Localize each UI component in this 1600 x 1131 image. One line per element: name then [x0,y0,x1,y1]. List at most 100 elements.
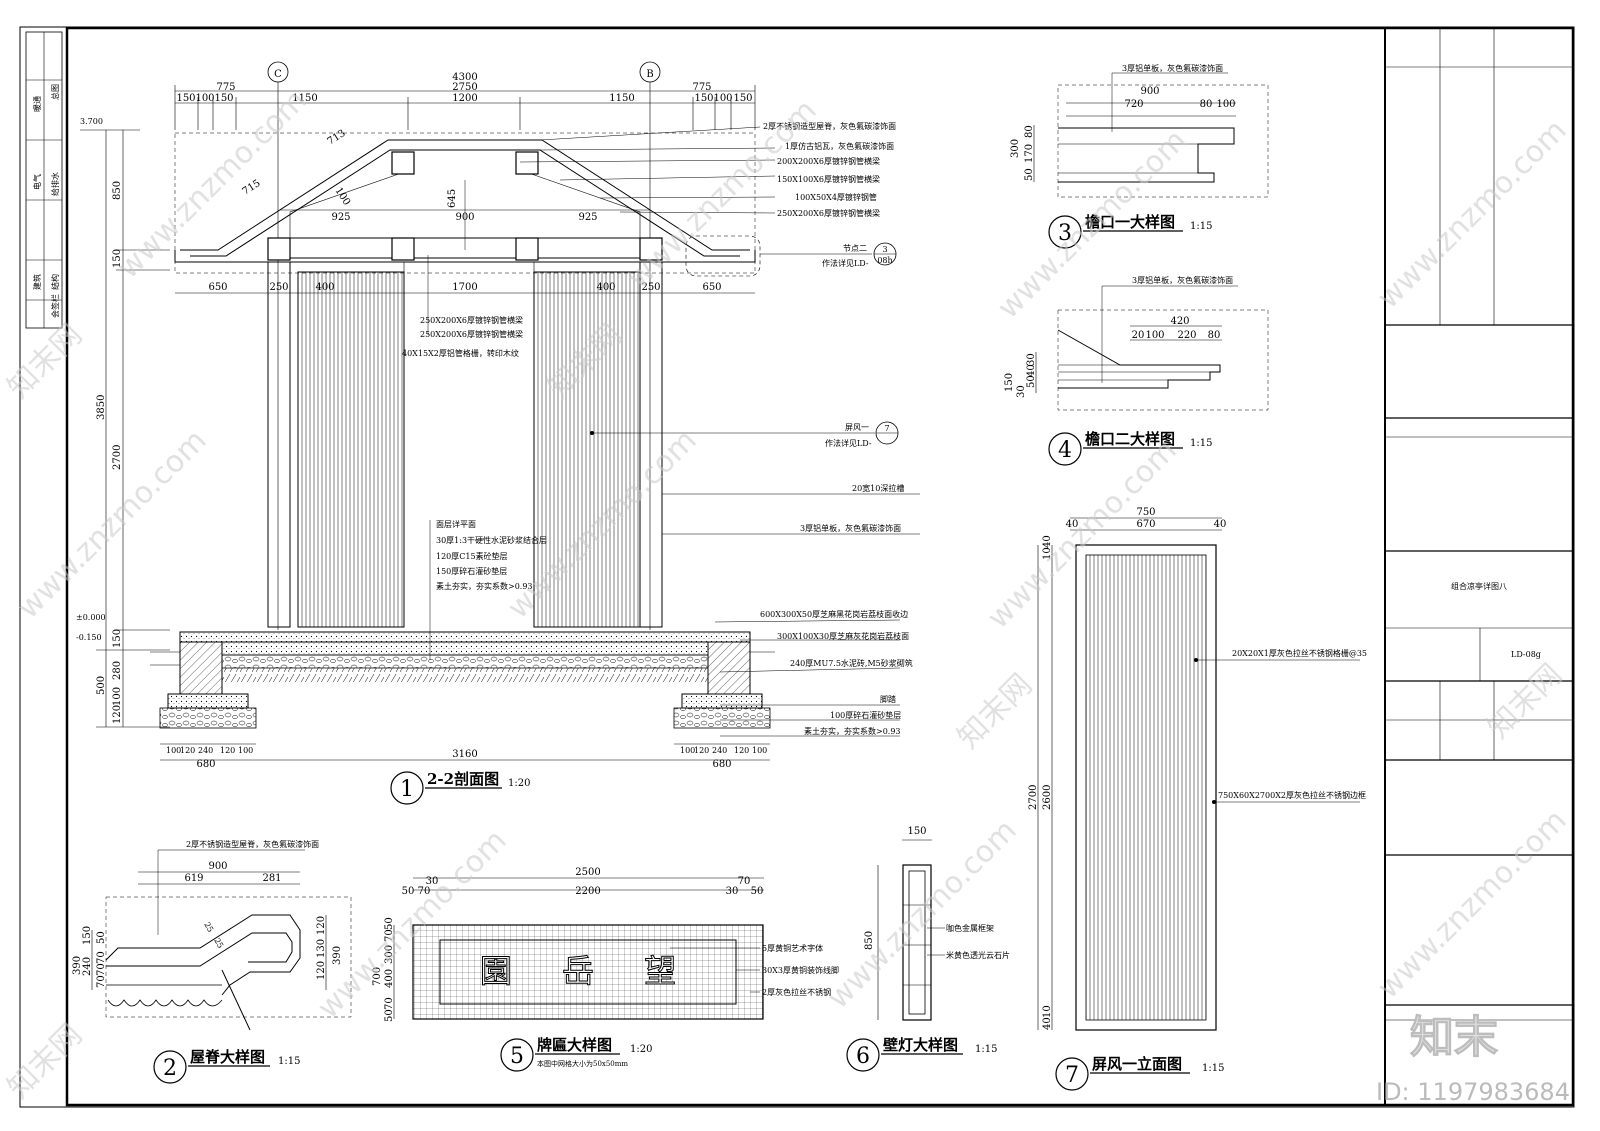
dim-v-850: 850 [112,181,123,200]
dim-250-right: 250 [641,282,660,293]
plaque-w2200: 2200 [575,886,600,897]
v3-scale: 1:15 [1190,221,1212,232]
watermark-id: ID: 1197983684 [1376,1078,1570,1106]
eave2-w420: 420 [1170,316,1189,327]
plaque-l70: 70 [418,886,431,897]
eave1-w900: 900 [1140,86,1159,97]
dim-650-left: 650 [208,282,227,293]
note-floor-3: 150厚碎石灌砂垫层 [436,566,507,576]
v6-num: 6 [856,1044,870,1069]
ridge-a25b: 25 [212,937,225,950]
eave2-d0: 20 [1132,330,1145,341]
v4-title: 檐口二大样图 [1085,430,1175,448]
v2-num: 2 [163,1056,177,1081]
stamp-label-2: 结构 [50,274,60,290]
v2-scale: 1:15 [278,1056,300,1067]
plaque-h2: 300 [384,945,395,964]
dim-b-l1: 120 [180,746,195,755]
note-base-5: 素土夯实，夯实系数>0.93 [804,726,901,736]
ridge-a25a: 25 [202,921,215,934]
dim-mid: 1200 [452,93,477,104]
dim-b-l4: 100 [238,746,253,755]
dim-l1: 150 [176,93,195,104]
note-side-0: 20宽10深拉槽 [852,483,904,493]
v7-title: 屏风一立面图 [1092,1055,1182,1073]
v3-title: 檐口一大样图 [1085,213,1175,231]
eave2-h30a: 30 [1026,353,1037,366]
note-beam-1: 250X200X6厚镀锌钢管横梁 [420,329,523,339]
dim-v-f150: 150 [112,629,123,648]
note-roof-4: 100X50X4厚镀锌钢管 [795,192,877,202]
ridge-w619: 619 [184,873,203,884]
note-base-2: 240厚MU7.5水泥砖,M5砂浆砌筑 [790,658,913,668]
screen-w670: 670 [1136,519,1155,530]
note-roof-3: 150X100X6厚镀锌钢管横梁 [777,174,880,184]
ridge-r0: 120 [316,916,327,935]
dim-4300: 4300 [452,72,477,83]
plaque-w2500: 2500 [575,867,600,878]
screen-ref-num: 7 [884,424,889,433]
v1-title: 2-2剖面图 [427,770,499,788]
note-base-1: 300X100X30厚芝麻灰花岗岩荔枝面 [777,631,909,641]
note-base-3: 脚踏 [880,694,896,704]
eave2-h150: 150 [1004,373,1015,392]
dim-b-r2: 240 [712,746,727,755]
axis-c: C [274,69,282,80]
ridge-r3: 390 [332,946,343,965]
v7-scale: 1:15 [1202,1063,1224,1074]
plaque-h6: 50 [384,1009,395,1022]
v6-scale: 1:15 [975,1044,997,1055]
stamp-label-4: 给排水 [50,172,60,196]
eave1-w100: 100 [1216,99,1235,110]
note-beam-0: 250X200X6厚镀锌钢管横梁 [420,315,523,325]
dim-b-l0: 100 [166,746,181,755]
dim-l2: 100 [195,93,214,104]
dim-b-r3: 120 [734,746,749,755]
stamp-label-5: 暖通 [32,96,42,112]
note-roof-0: 2厚不锈钢造型屋脊，灰色氟碳漆饰面 [763,121,896,131]
screen-t40: 40 [1042,535,1053,548]
lamp-note-0: 咖色金属框架 [946,923,994,933]
v7-num: 7 [1065,1063,1079,1088]
dim-v-2700: 2700 [112,445,123,470]
plaque-r50: 50 [751,886,764,897]
axis-b: B [646,69,653,80]
note-base-4: 100厚碎石灌砂垫层 [830,710,901,720]
dim-v-120: 120 [112,705,123,724]
inner-frame [65,26,1575,1107]
v6-title: 壁灯大样图 [883,1036,958,1054]
ridge-note: 2厚不锈钢造型屋脊，灰色氟碳漆饰面 [186,839,319,849]
note-floor-4: 素土夯实，夯实系数>0.93 [436,581,533,591]
dim-r2: 100 [713,93,732,104]
ridge-l6: 70 [96,975,107,988]
screen-t10: 10 [1042,547,1053,560]
elev-neg: -0.150 [76,633,102,642]
note-floor-1: 30厚1:3干硬性水泥砂浆结合层 [436,535,547,545]
v5-scale: 1:20 [630,1044,652,1055]
eave2-h50: 50 [1026,375,1037,388]
screen-elevation: 750 670 40 40 2700 2600 40 10 40 10 20X2… [1028,507,1367,1091]
note-roof-2: 200X200X6厚镀锌钢管横梁 [777,156,880,166]
note-beam-2: 40X15X2厚铝管格栅，转印木纹 [402,348,519,358]
dim-r4: 1150 [609,93,634,104]
eave-detail-2: 3厚铝单板，灰色氟碳漆饰面 420 20 100 220 80 150 30 4… [1004,275,1269,466]
ridge-l3: 240 [82,957,93,976]
node2-label: 节点二 [843,244,867,253]
note-roof-5: 250X200X6厚镀锌钢管横梁 [777,208,880,218]
dim-b-680-left: 680 [196,759,215,770]
dim-b-r4: 100 [752,746,767,755]
dim-b-680-right: 680 [712,759,731,770]
v5-title: 牌匾大样图 [537,1036,612,1054]
note-base-0: 600X300X50厚芝麻黑花岗岩荔枝面收边 [760,609,908,619]
eave2-note: 3厚铝单板，灰色氟碳漆饰面 [1132,275,1233,285]
eave-detail-1: 3厚铝单板，灰色氟碳漆饰面 900 720 80 100 300 80 170 … [1010,63,1269,249]
v2-title: 屋脊大样图 [190,1048,265,1066]
plaque-h4: 400 [384,969,395,988]
screen-l40: 40 [1066,519,1079,530]
plaque-detail: 2500 2200 50 70 30 70 30 50 園 岳 望 50 70 … [372,867,839,1072]
dim-v-280: 280 [112,661,123,680]
dim-r3: 150 [694,93,713,104]
plaque-note-1: 30X3厚黄铜装饰线脚 [762,965,839,975]
left-stamp: 会签栏 建筑 结构 电气 给排水 暖通 总图 [25,31,63,329]
